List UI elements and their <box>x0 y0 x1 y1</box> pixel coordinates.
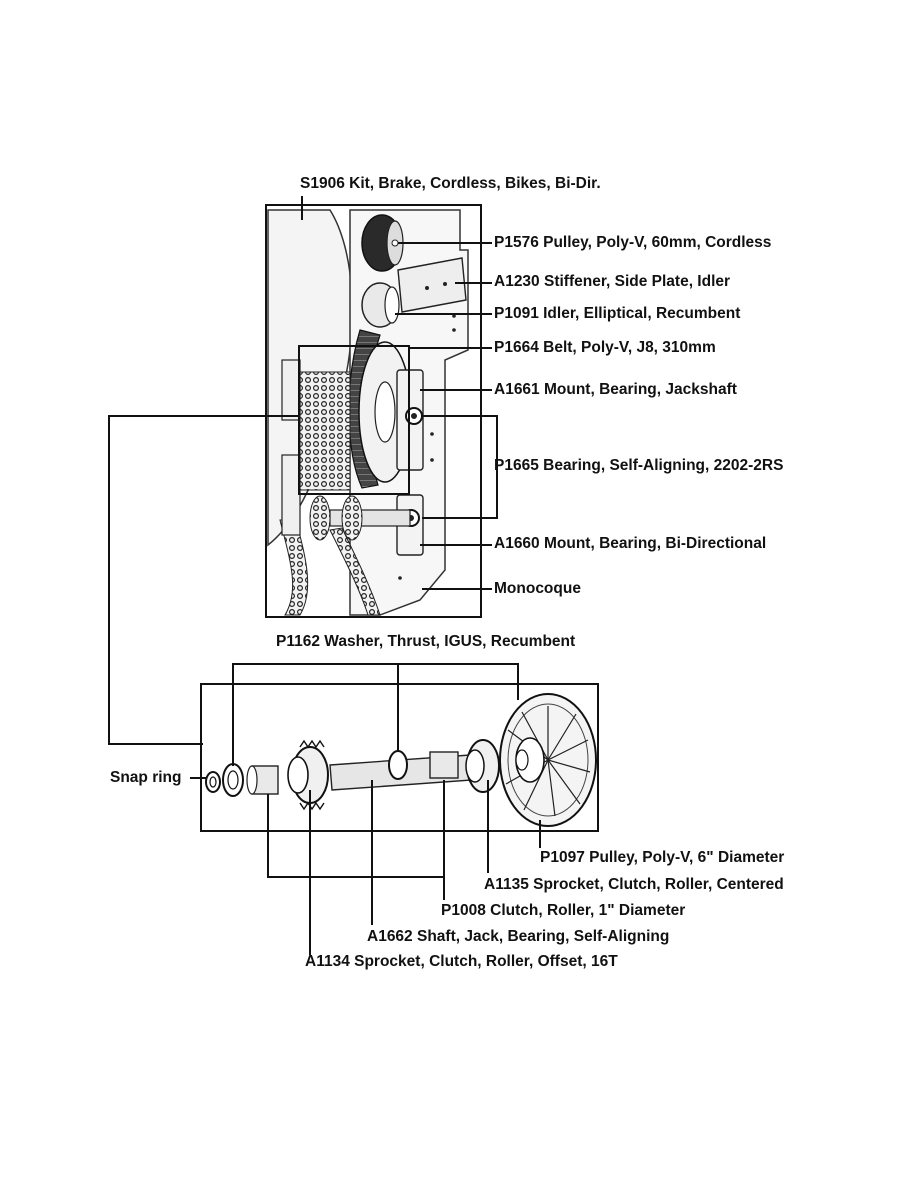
label-washer: P1162 Washer, Thrust, IGUS, Recumbent <box>276 633 576 650</box>
label-sprocket-centered: A1135 Sprocket, Clutch, Roller, Centered <box>484 876 784 893</box>
label-shaft: A1662 Shaft, Jack, Bearing, Self-Alignin… <box>367 928 670 945</box>
leader-lines <box>108 196 541 955</box>
stiffener-plate <box>397 257 467 313</box>
label-bearing: P1665 Bearing, Self-Aligning, 2202-2RS <box>494 457 784 474</box>
clutch-right <box>429 751 459 779</box>
detail-highlight-box <box>298 345 410 495</box>
label-mount-jackshaft: A1661 Mount, Bearing, Jackshaft <box>494 381 737 398</box>
bottom-exploded-assembly <box>200 683 599 832</box>
label-kit: S1906 Kit, Brake, Cordless, Bikes, Bi-Di… <box>300 175 601 192</box>
label-stiffener: A1230 Stiffener, Side Plate, Idler <box>494 273 731 290</box>
thrust-washer-center <box>388 750 408 780</box>
label-snap-ring: Snap ring <box>110 769 182 786</box>
chain-upper <box>299 371 351 491</box>
label-sprocket-offset: A1134 Sprocket, Clutch, Roller, Offset, … <box>305 953 618 970</box>
label-clutch: P1008 Clutch, Roller, 1" Diameter <box>441 902 686 919</box>
label-belt: P1664 Belt, Poly-V, J8, 310mm <box>494 339 716 356</box>
label-mount-bidirectional: A1660 Mount, Bearing, Bi-Directional <box>494 535 767 552</box>
label-pulley-6in: P1097 Pulley, Poly-V, 6" Diameter <box>540 849 785 866</box>
label-monocoque: Monocoque <box>494 580 581 597</box>
chain-lower <box>279 519 309 616</box>
label-pulley-60mm: P1576 Pulley, Poly-V, 60mm, Cordless <box>494 234 772 251</box>
top-assembly <box>265 204 482 618</box>
label-idler: P1091 Idler, Elliptical, Recumbent <box>494 305 741 322</box>
